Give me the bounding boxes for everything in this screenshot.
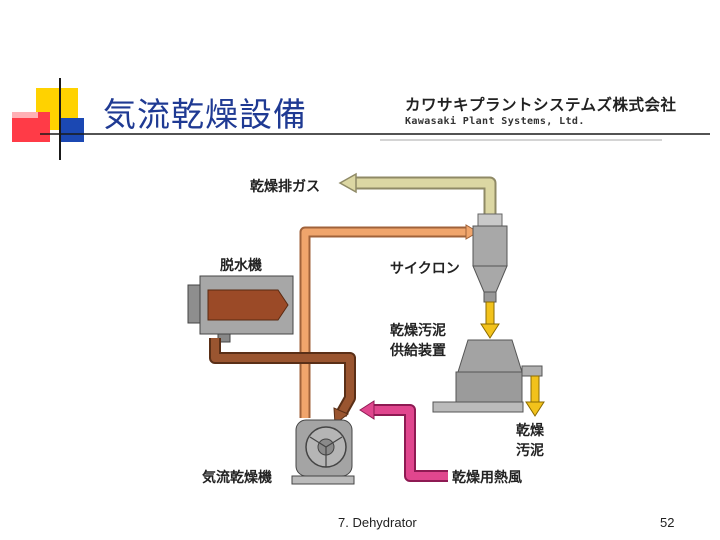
label-hot-air: 乾燥用熱風 [452, 470, 522, 486]
dehydrator-to-dryer-pipe [209, 338, 356, 425]
label-sludge-feeder-1: 乾燥汚泥 [390, 323, 446, 339]
label-sludge-feeder-2: 供給装置 [390, 343, 446, 359]
slide-decoration [10, 78, 710, 160]
label-cyclone: サイクロン [390, 261, 460, 277]
page-title: 気流乾燥設備 [103, 95, 307, 134]
dried-sludge-arrow [525, 375, 545, 417]
label-dried-sludge-1: 乾燥 [516, 423, 544, 439]
exhaust-gas-pipe [338, 172, 497, 222]
label-exhaust-gas: 乾燥排ガス [250, 179, 320, 195]
cyclone-to-feeder-arrow [480, 301, 500, 339]
flash-dryer [291, 419, 355, 485]
label-dehydrator: 脱水機 [220, 258, 262, 274]
label-flash-dryer: 気流乾燥機 [202, 470, 272, 486]
label-dried-sludge-2: 汚泥 [516, 443, 544, 459]
dehydrator [187, 275, 294, 343]
company-logo-jp: カワサキプラントシステムズ株式会社 [405, 96, 677, 114]
page-number: 52 [660, 515, 675, 530]
hot-air-pipe [359, 400, 448, 482]
footer-caption: 7. Dehydrator [338, 515, 417, 530]
cyclone [472, 213, 508, 303]
sludge-feeder [432, 339, 543, 413]
company-logo-en: Kawasaki Plant Systems, Ltd. [405, 116, 585, 127]
